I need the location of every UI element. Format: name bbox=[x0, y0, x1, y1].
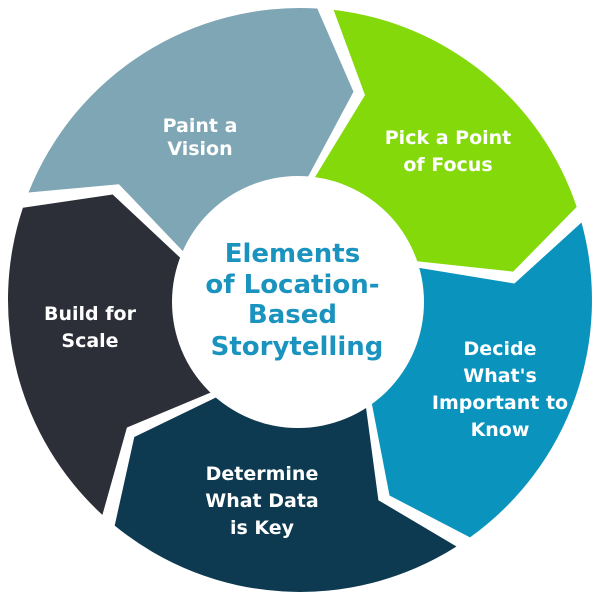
segment-label-line: is Key bbox=[230, 517, 295, 539]
center-title: Elements of Location- Based Storytelling bbox=[205, 239, 388, 362]
center-line: of Location- bbox=[205, 270, 379, 300]
segment-label-line: Determine bbox=[206, 463, 319, 485]
segment-label-line: Important to bbox=[432, 392, 568, 414]
segment-build-for-scale bbox=[28, 7, 354, 256]
segment-label-line: Scale bbox=[61, 330, 118, 352]
center-line: Based bbox=[248, 300, 337, 330]
center-circle bbox=[172, 176, 424, 428]
segment-label-line: Pick a Point bbox=[385, 127, 512, 149]
segment-label-line: What's bbox=[463, 365, 537, 387]
segment-label-line: What Data bbox=[205, 490, 319, 512]
center-line: Elements bbox=[225, 239, 360, 269]
segment-label-line: Paint a bbox=[163, 115, 238, 137]
segment-label-line: Know bbox=[471, 419, 530, 441]
segment-decide-whats-important bbox=[114, 394, 457, 592]
segment-label-line: of Focus bbox=[403, 154, 492, 176]
segment-label-line: Build for bbox=[44, 303, 137, 325]
center-line: Storytelling bbox=[211, 332, 384, 362]
segment-determine-what-data-is-key bbox=[7, 194, 218, 515]
segment-pick-a-point-of-focus bbox=[371, 222, 592, 538]
segment-label-line: Vision bbox=[167, 138, 232, 160]
segment-label-line: Decide bbox=[464, 338, 537, 360]
segment-label-pick-a-point-of-focus: Pick a Point of Focus bbox=[385, 127, 512, 176]
